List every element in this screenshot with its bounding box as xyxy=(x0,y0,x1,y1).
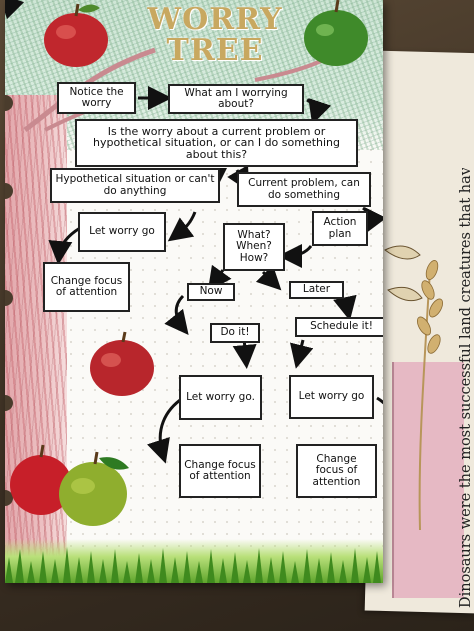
red-apple-top xyxy=(44,3,108,67)
let-worry-go-box-2: Let worry go. xyxy=(179,375,262,420)
now-box: Now xyxy=(187,283,235,301)
schedule-it-box: Schedule it! xyxy=(295,317,383,337)
do-it-box: Do it! xyxy=(210,323,260,343)
green-glitter-apple xyxy=(59,451,129,526)
let-worry-go-box-3: Let worry go xyxy=(289,375,374,419)
red-apple-middle xyxy=(90,331,154,396)
change-focus-box-1: Change focus of attention xyxy=(43,262,130,312)
title-line-2: TREE xyxy=(166,33,264,68)
wheat-illustration xyxy=(380,230,460,531)
worry-tree-poster: WORRY TREE Noti xyxy=(5,0,383,583)
binder-hole xyxy=(5,395,13,411)
dinosaur-sentence: Dinosaurs were the most successful land … xyxy=(458,168,474,608)
pink-card xyxy=(392,362,464,598)
binder-hole xyxy=(5,95,13,111)
red-glitter-apple xyxy=(10,444,72,515)
current-problem-box: Current problem, can do something xyxy=(237,172,371,207)
title-line-1: WORRY xyxy=(147,2,283,37)
poster-title: WORRY TREE xyxy=(125,4,305,66)
action-plan-box: Action plan xyxy=(312,211,368,246)
question-box: Is the worry about a current problem or … xyxy=(75,119,358,167)
what-when-how-box: What? When? How? xyxy=(223,223,285,271)
grass xyxy=(5,539,383,583)
green-apple-top xyxy=(304,0,368,66)
change-focus-box-2: Change focus of attention xyxy=(179,444,261,498)
let-worry-go-box-1: Let worry go xyxy=(78,212,166,252)
change-focus-box-3: Change focus of attention xyxy=(296,444,377,498)
binder-hole xyxy=(5,183,13,199)
later-box: Later xyxy=(289,281,344,299)
notice-worry-box: Notice the worry xyxy=(57,82,136,114)
hypothetical-box: Hypothetical situation or can't do anyth… xyxy=(50,168,220,203)
background-book-text: Dinosaurs were the most successful land … xyxy=(452,168,474,608)
binder-hole xyxy=(5,290,13,306)
what-worry-box: What am I worrying about? xyxy=(168,84,304,114)
binder-hole xyxy=(5,490,13,506)
